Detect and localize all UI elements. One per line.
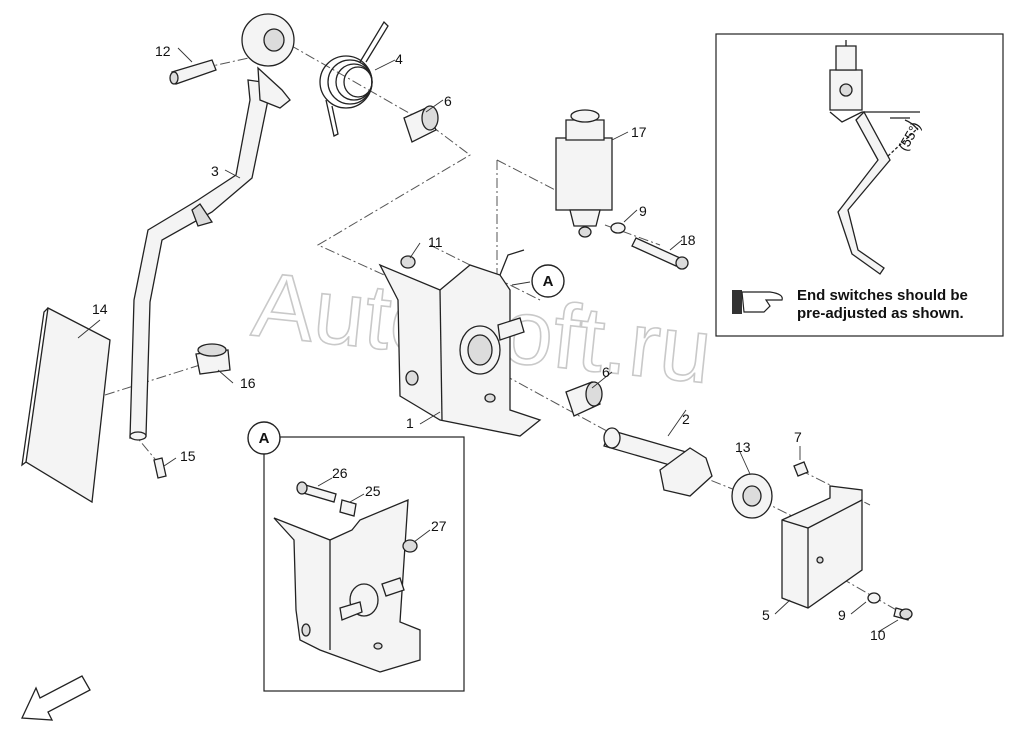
label-7: 7 [794,429,802,445]
bushing-6-upper [403,105,439,143]
screw-16 [195,343,231,375]
callout-a-main: A [511,264,565,298]
detail-a-panel: A 26 25 27 [247,421,465,692]
label-5: 5 [762,607,770,623]
label-15: 15 [180,448,196,464]
washer-9-lower [867,592,881,604]
label-26: 26 [332,465,348,481]
callout-a-main-letter: A [543,273,554,290]
label-4: 4 [395,51,403,67]
plug-7 [793,461,809,477]
label-17: 17 [631,124,647,140]
end-switch [555,109,613,238]
inset-note-line-2: pre-adjusted as shown. [797,305,964,322]
screw-10 [893,607,913,621]
washer-9-upper [610,222,626,234]
bushing-6-lower [565,381,603,417]
label-25: 25 [365,483,381,499]
label-3: 3 [211,163,219,179]
pointing-hand-icon [732,290,783,314]
pin-15 [153,457,167,479]
part-labels: 12 4 6 3 17 9 18 11 14 16 1 15 6 2 13 7 … [92,43,886,643]
label-14: 14 [92,301,108,317]
label-1: 1 [406,415,414,431]
shaft [603,427,713,497]
nut-11 [400,255,416,269]
label-6-lower: 6 [602,364,610,380]
inset-note-line-1: End switches should be [797,287,968,304]
label-16: 16 [240,375,256,391]
label-12: 12 [155,43,171,59]
label-11: 11 [428,234,443,250]
label-13: 13 [735,439,751,455]
label-6-upper: 6 [444,93,452,109]
switch-cover [781,485,863,609]
label-18: 18 [680,232,696,248]
label-10: 10 [870,627,886,643]
direction-arrow-icon [21,675,91,721]
pedal-bracket [378,249,542,437]
label-27: 27 [431,518,447,534]
label-leaders [77,47,899,633]
label-9-upper: 9 [639,203,647,219]
torsion-spring [319,20,389,137]
pedal-pad [21,307,111,504]
adjustment-inset-panel: (55°) End switches should be pre-adjuste… [715,33,1004,337]
pin-12 [169,59,217,85]
label-9-lower: 9 [838,607,846,623]
pedal-arm [129,13,295,441]
label-2: 2 [682,411,690,427]
screw-18 [631,237,689,270]
callout-a-detail-letter: A [259,430,270,447]
cam-disc [731,473,773,519]
